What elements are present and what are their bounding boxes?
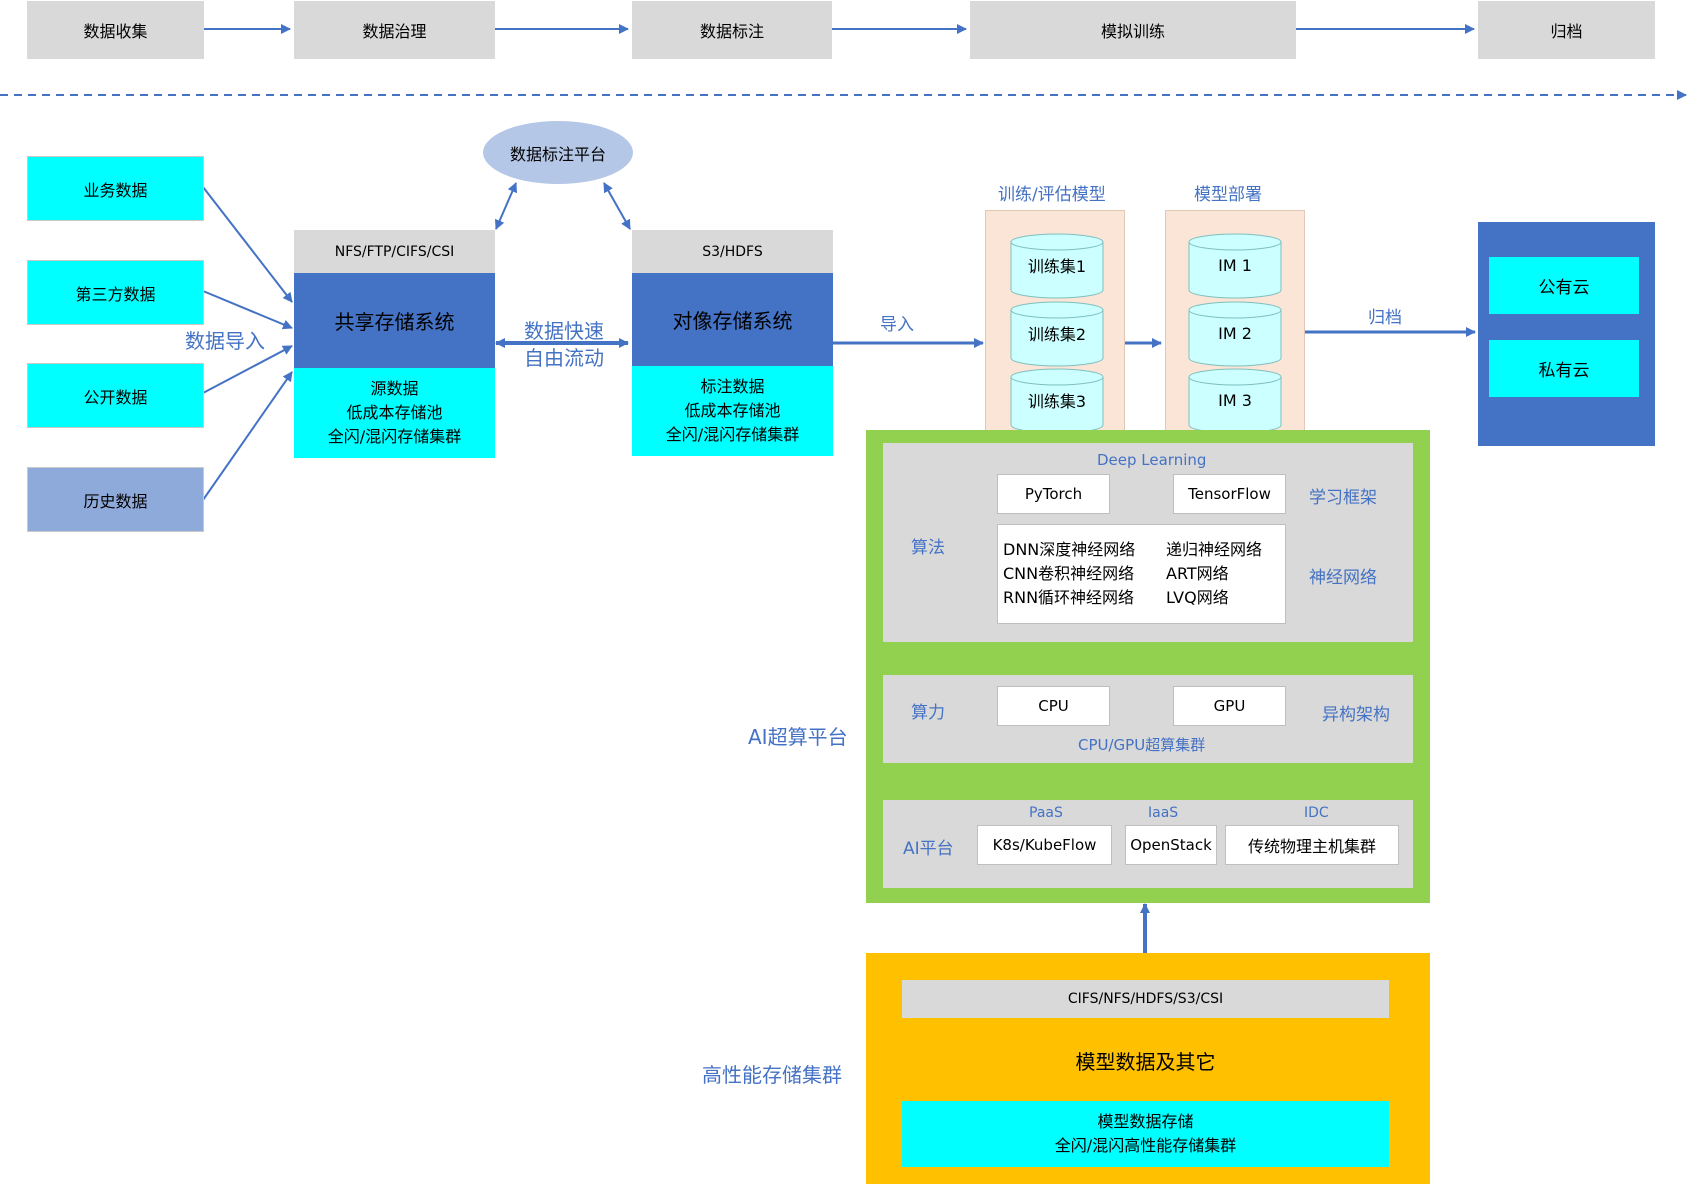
tier-iaas: IaaS bbox=[1148, 805, 1179, 821]
tier-idc: IDC bbox=[1304, 805, 1329, 821]
object-storage-protocol: S3/HDFS bbox=[632, 230, 833, 273]
archive-label: 归档 bbox=[1368, 308, 1402, 328]
networks-left: DNN深度神经网络 CNN卷积神经网络 RNN循环神经网络 bbox=[1003, 540, 1136, 607]
data-flow-label: 数据快速 自由流动 bbox=[524, 319, 604, 370]
source-public: 公开数据 bbox=[27, 363, 204, 428]
hp-storage-title: 高性能存储集群 bbox=[702, 1063, 842, 1087]
annotation-arrow-right bbox=[603, 182, 631, 230]
object-storage-details: 标注数据 低成本存储池 全闪/混闪存储集群 bbox=[632, 366, 833, 456]
cylinder-icon bbox=[1010, 301, 1104, 367]
stage-collect: 数据收集 bbox=[27, 1, 204, 59]
data-import-label: 数据导入 bbox=[185, 329, 265, 353]
platform-k8s: K8s/KubeFlow bbox=[977, 825, 1112, 865]
source-third-party: 第三方数据 bbox=[27, 260, 204, 325]
cylinder-icon bbox=[1010, 233, 1104, 299]
ai-platform-label: AI平台 bbox=[903, 839, 954, 859]
stage-govern: 数据治理 bbox=[294, 1, 495, 59]
deploy-model-3: IM 3 bbox=[1188, 368, 1282, 434]
train-set-label: 训练集3 bbox=[1027, 392, 1087, 411]
cloud-panel bbox=[1478, 222, 1655, 446]
stage-archive: 归档 bbox=[1478, 1, 1655, 59]
train-set-1: 训练集1 bbox=[1010, 233, 1104, 299]
ai-platform-title: AI超算平台 bbox=[748, 725, 848, 749]
deploy-model-2: IM 2 bbox=[1188, 301, 1282, 367]
private-cloud: 私有云 bbox=[1489, 340, 1639, 397]
compute-gpu: GPU bbox=[1173, 686, 1286, 726]
shared-storage-title: 共享存储系统 bbox=[294, 273, 495, 368]
hp-storage-protocol: CIFS/NFS/HDFS/S3/CSI bbox=[902, 980, 1389, 1018]
algorithm-label: 算法 bbox=[911, 538, 945, 558]
deploy-model-label: IM 1 bbox=[1218, 255, 1252, 275]
platform-openstack: OpenStack bbox=[1125, 825, 1217, 865]
shared-storage-protocol: NFS/FTP/CIFS/CSI bbox=[294, 230, 495, 273]
framework-label: 学习框架 bbox=[1309, 488, 1377, 508]
deploy-title: 模型部署 bbox=[1194, 185, 1262, 205]
deploy-model-label: IM 2 bbox=[1218, 323, 1252, 343]
neural-networks-box bbox=[997, 524, 1286, 624]
train-set-3: 训练集3 bbox=[1010, 368, 1104, 434]
hp-storage-subtitle: 模型数据及其它 bbox=[1075, 1049, 1216, 1074]
source-arrow bbox=[202, 345, 293, 394]
heterogeneous-label: 异构架构 bbox=[1322, 705, 1390, 725]
source-arrow bbox=[202, 290, 293, 330]
source-arrow bbox=[202, 186, 293, 303]
annotation-platform: 数据标注平台 bbox=[483, 121, 633, 184]
deploy-title-wrap: 模型部署 bbox=[1194, 180, 1262, 205]
source-arrow bbox=[202, 371, 293, 501]
deploy-model-label: IM 3 bbox=[1218, 390, 1252, 410]
deploy-model-1: IM 1 bbox=[1188, 233, 1282, 299]
source-business: 业务数据 bbox=[27, 156, 204, 221]
annotation-arrow-left bbox=[495, 182, 517, 230]
compute-cpu: CPU bbox=[997, 686, 1110, 726]
networks-right: 递归神经网络 ART网络 LVQ网络 bbox=[1166, 540, 1263, 607]
compute-section bbox=[883, 675, 1413, 763]
train-title: 训练/评估模型 bbox=[998, 185, 1106, 205]
train-set-label: 训练集1 bbox=[1027, 257, 1087, 276]
stage-annotate: 数据标注 bbox=[632, 1, 832, 59]
cylinder-icon bbox=[1188, 233, 1282, 299]
cylinder-icon bbox=[1010, 368, 1104, 434]
framework-pytorch: PyTorch bbox=[997, 474, 1110, 514]
train-set-2: 训练集2 bbox=[1010, 301, 1104, 367]
cluster-label: CPU/GPU超算集群 bbox=[1078, 736, 1206, 754]
hp-storage-details: 模型数据存储 全闪/混闪高性能存储集群 bbox=[902, 1101, 1389, 1167]
cylinder-icon bbox=[1188, 301, 1282, 367]
deep-learning-label: Deep Learning bbox=[1097, 451, 1207, 469]
framework-tensorflow: TensorFlow bbox=[1173, 474, 1286, 514]
platform-physical: 传统物理主机集群 bbox=[1225, 825, 1399, 865]
import-label: 导入 bbox=[880, 315, 914, 335]
tier-paas: PaaS bbox=[1029, 805, 1063, 821]
object-storage-title: 对像存储系统 bbox=[632, 273, 833, 366]
train-set-label: 训练集2 bbox=[1027, 325, 1087, 344]
cylinder-icon bbox=[1188, 368, 1282, 434]
source-history: 历史数据 bbox=[27, 467, 204, 532]
network-label: 神经网络 bbox=[1309, 568, 1377, 588]
stage-train: 模拟训练 bbox=[970, 1, 1296, 59]
compute-label: 算力 bbox=[911, 703, 945, 723]
public-cloud: 公有云 bbox=[1489, 257, 1639, 314]
shared-storage-details: 源数据 低成本存储池 全闪/混闪存储集群 bbox=[294, 368, 495, 458]
